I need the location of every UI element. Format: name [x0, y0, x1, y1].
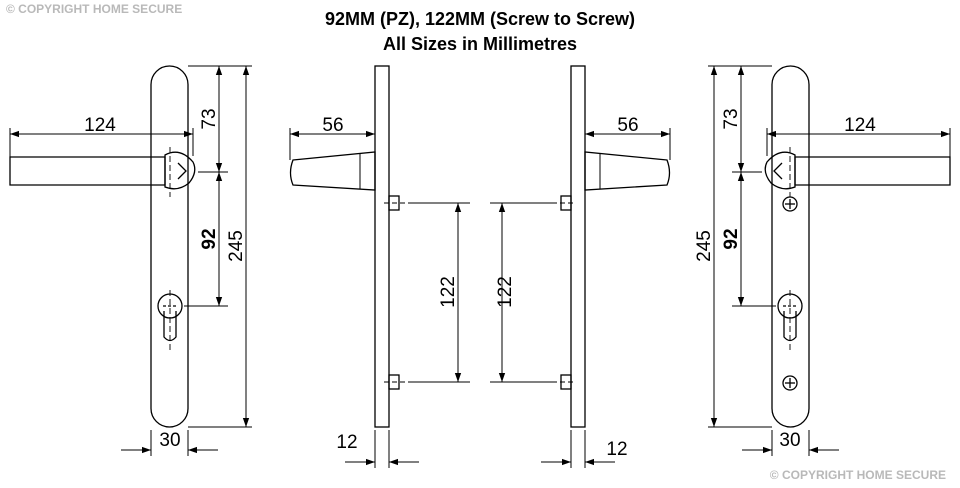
- left-backplate: [150, 65, 189, 428]
- right-front-view: [708, 65, 951, 456]
- left-side-projection-label: 56: [322, 115, 343, 136]
- right-plate-width-label: 30: [779, 430, 800, 451]
- left-side-lever: [289, 151, 376, 191]
- left-side-view: [289, 65, 470, 468]
- right-side-screw-centres-label: 122: [495, 276, 516, 308]
- right-lever-rose: [764, 151, 796, 190]
- right-lever: [794, 156, 951, 186]
- left-lever: [9, 156, 166, 186]
- left-side-thickness-label: 12: [336, 432, 357, 453]
- right-top-to-spindle-label: 73: [721, 108, 742, 129]
- left-pz-centres-label: 92: [199, 228, 220, 249]
- right-side-projection-label: 56: [617, 115, 638, 136]
- right-plate-height-label: 245: [694, 230, 715, 262]
- diagram-subtitle: All Sizes in Millimetres: [382, 34, 578, 54]
- left-plate-height-label: 245: [226, 230, 247, 262]
- right-backplate: [771, 65, 810, 428]
- right-side-plate: [570, 65, 586, 428]
- right-screw-bottom-icon: [782, 375, 798, 391]
- right-side-view: [490, 65, 671, 468]
- left-lever-length-label: 124: [84, 115, 116, 136]
- left-side-plate: [374, 65, 390, 428]
- left-side-screw-centres-label: 122: [438, 276, 459, 308]
- right-pz-centres-label: 92: [721, 228, 742, 249]
- left-front-view: [9, 65, 252, 456]
- left-plate-width-label: 30: [159, 430, 180, 451]
- copyright-watermark-top: © COPYRIGHT HOME SECURE: [6, 2, 183, 16]
- left-top-to-spindle-label: 73: [199, 108, 220, 129]
- right-side-thickness-label: 12: [606, 439, 627, 460]
- left-lever-rose: [164, 151, 196, 190]
- diagram-title: 92MM (PZ), 122MM (Screw to Screw): [324, 9, 636, 29]
- copyright-watermark-bottom: © COPYRIGHT HOME SECURE: [769, 468, 946, 482]
- right-lever-length-label: 124: [844, 115, 876, 136]
- right-side-lever: [584, 151, 671, 191]
